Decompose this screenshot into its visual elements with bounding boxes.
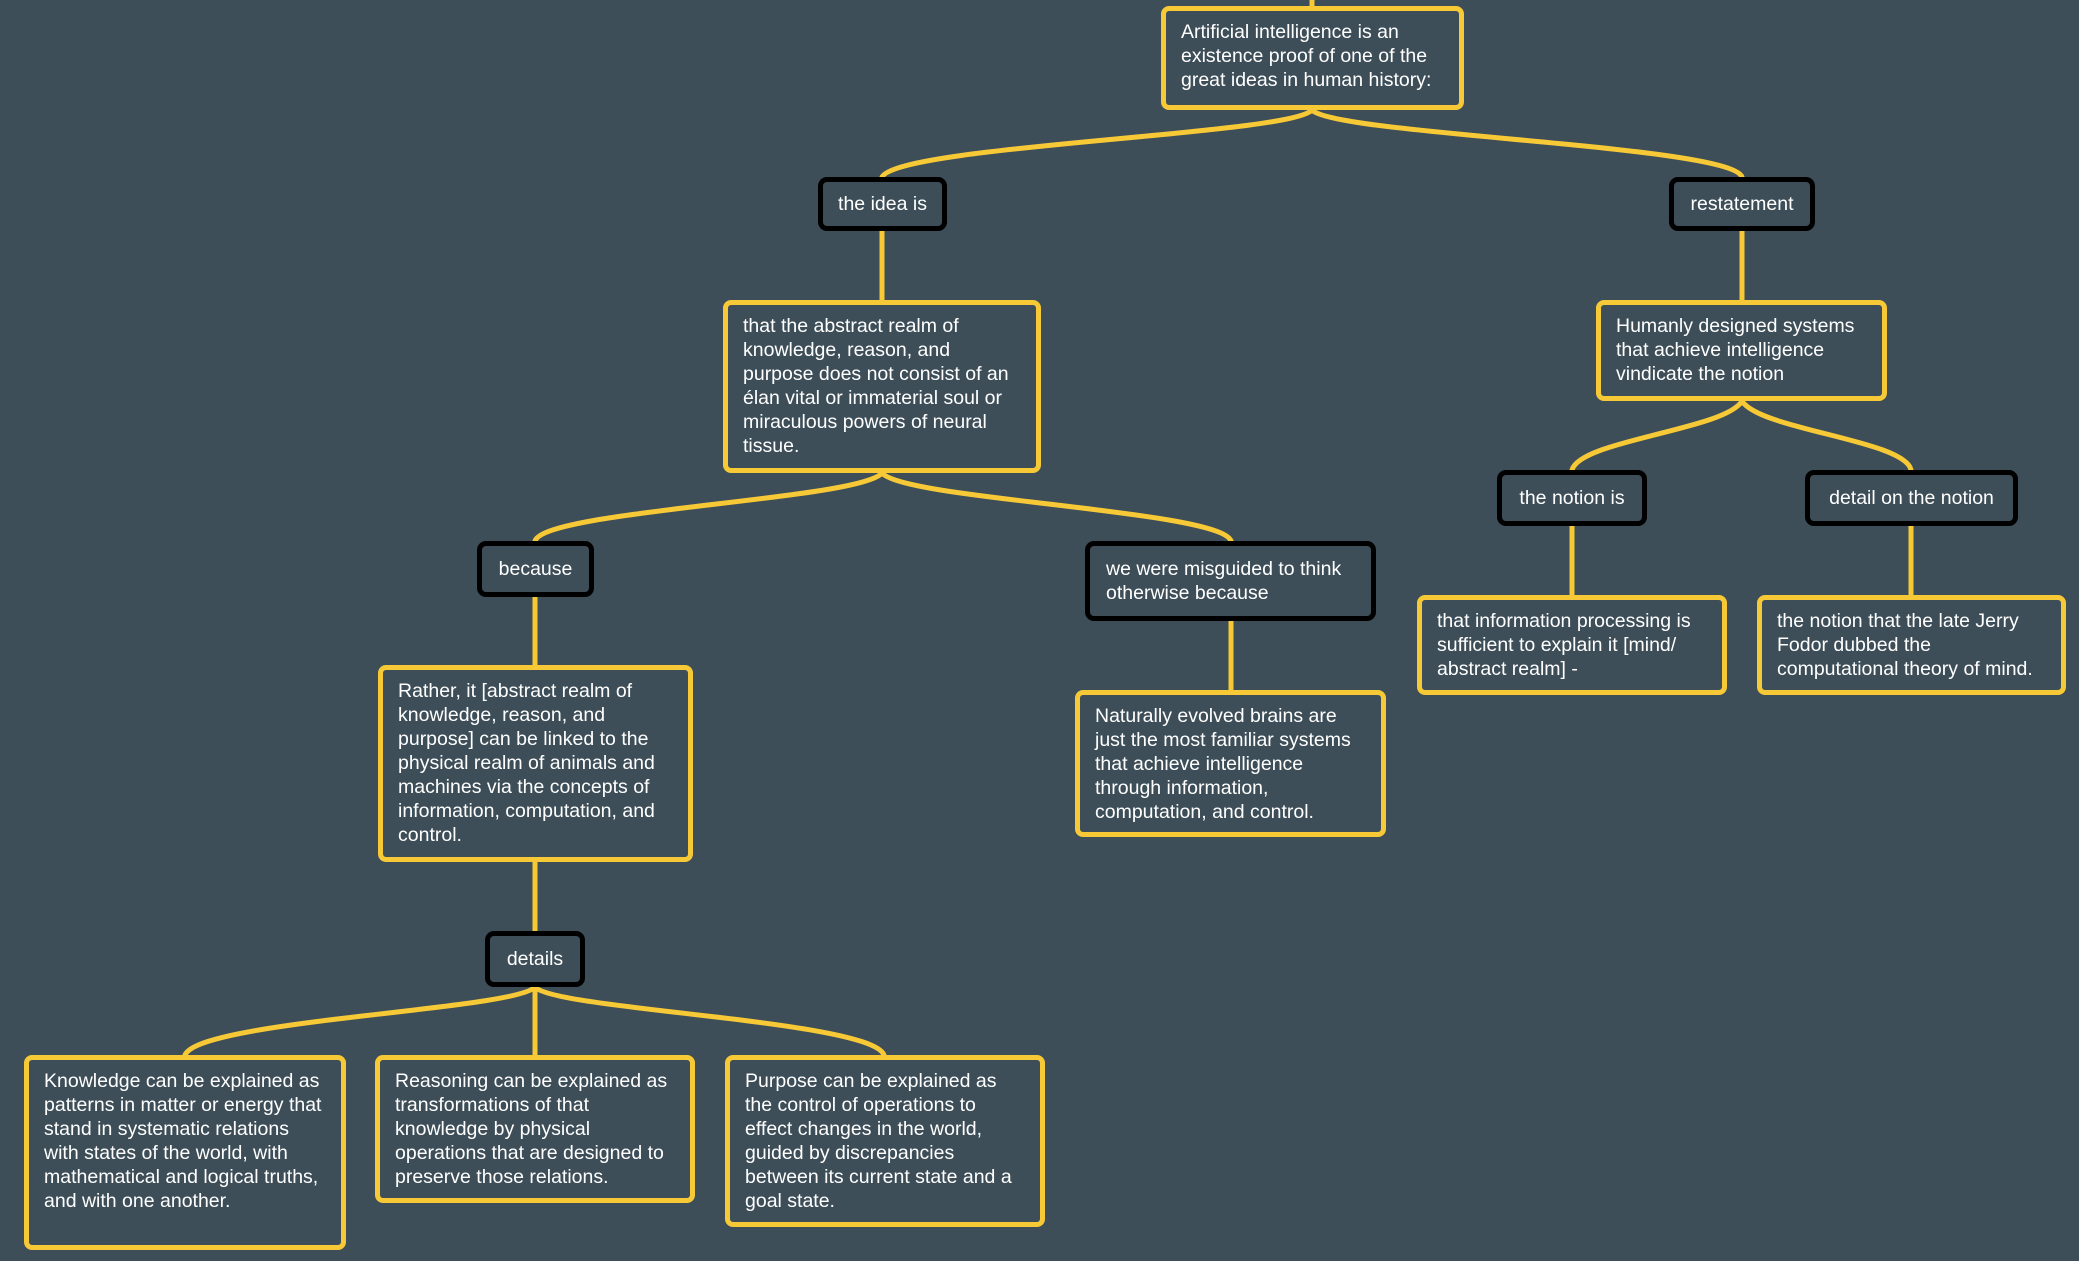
root-concept[interactable]: Artificial intelligence is an existence … [1161, 6, 1464, 110]
edge-humanly-detail [1739, 398, 1914, 473]
linking-phrase-misguided[interactable]: we were misguided to think otherwise bec… [1085, 541, 1376, 621]
linking-phrase-restatement[interactable]: restatement [1669, 177, 1815, 231]
edge-abstract-misguided [879, 470, 1234, 544]
concept-computational-theory[interactable]: the notion that the late Jerry Fodor dub… [1757, 595, 2066, 695]
linking-phrase-because[interactable]: because [477, 541, 594, 597]
edge-details-knowledge [182, 984, 538, 1058]
concept-abstract-realm[interactable]: that the abstract realm of knowledge, re… [723, 300, 1041, 473]
concept-knowledge[interactable]: Knowledge can be explained as patterns i… [24, 1055, 346, 1250]
edge-abstract-because [532, 470, 885, 544]
concept-naturally-evolved[interactable]: Naturally evolved brains are just the mo… [1075, 690, 1386, 837]
linking-phrase-details[interactable]: details [485, 931, 585, 987]
edge-humanly-notion [1569, 398, 1745, 473]
edge-details-purpose [532, 984, 887, 1058]
concept-humanly-designed[interactable]: Humanly designed systems that achieve in… [1596, 300, 1887, 401]
edge-root-idea [879, 107, 1315, 180]
linking-phrase-detail-on-notion[interactable]: detail on the notion [1805, 470, 2018, 526]
linking-phrase-idea-is[interactable]: the idea is [818, 177, 947, 231]
edge-root-restatement [1309, 107, 1745, 180]
concept-reasoning[interactable]: Reasoning can be explained as transforma… [375, 1055, 695, 1203]
concept-information-processing[interactable]: that information processing is sufficien… [1417, 595, 1727, 695]
concept-rather-linked[interactable]: Rather, it [abstract realm of knowledge,… [378, 665, 693, 862]
linking-phrase-notion-is[interactable]: the notion is [1497, 470, 1647, 526]
concept-purpose[interactable]: Purpose can be explained as the control … [725, 1055, 1045, 1227]
